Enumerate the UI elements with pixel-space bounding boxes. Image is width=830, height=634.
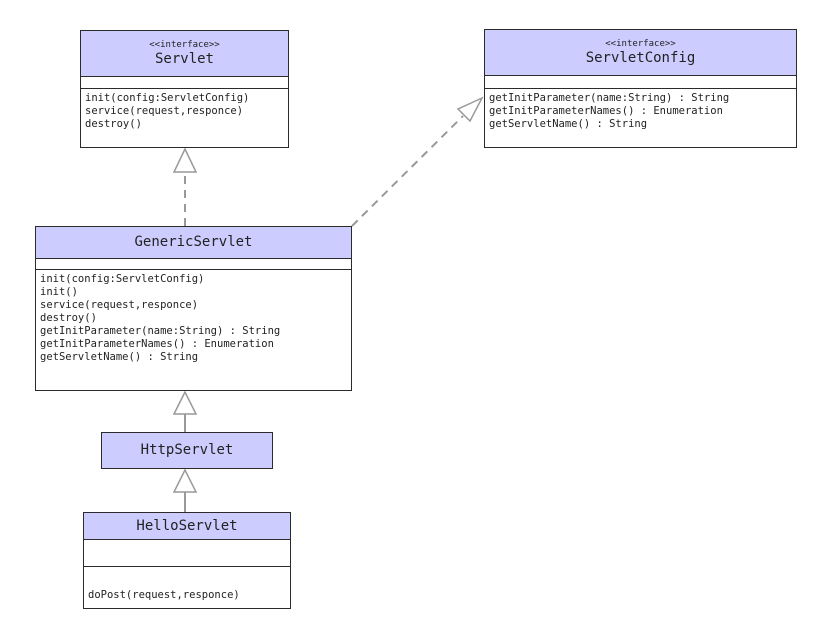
- operation: getInitParameterNames() : Enumeration: [489, 105, 723, 117]
- class-genericservlet-header: GenericServlet: [36, 227, 351, 259]
- operation: init(): [40, 286, 78, 298]
- class-servletconfig-name: ServletConfig: [585, 50, 696, 66]
- class-helloservlet[interactable]: HelloServlet doPost(request,responce): [83, 512, 291, 609]
- class-servlet[interactable]: <<interface>> Servlet init(config:Servle…: [80, 30, 289, 148]
- class-servletconfig-stereotype: <<interface>>: [605, 39, 676, 49]
- operation: service(request,responce): [40, 299, 199, 311]
- class-helloservlet-header: HelloServlet: [84, 513, 290, 540]
- operation: init(config:ServletConfig): [40, 273, 205, 285]
- operation: getInitParameterNames() : Enumeration: [40, 338, 274, 350]
- class-genericservlet[interactable]: GenericServlet init(config:ServletConfig…: [35, 226, 352, 391]
- class-servletconfig-operations: getInitParameter(name:String) : String g…: [485, 89, 796, 133]
- operation: init(config:ServletConfig): [85, 92, 250, 104]
- operation: getInitParameter(name:String) : String: [489, 92, 730, 104]
- class-genericservlet-operations: init(config:ServletConfig) init() servic…: [36, 270, 351, 366]
- class-servletconfig-header: <<interface>> ServletConfig: [485, 30, 796, 76]
- class-servlet-operations: init(config:ServletConfig) service(reque…: [81, 89, 288, 133]
- operation: service(request,responce): [85, 105, 244, 117]
- class-genericservlet-name: GenericServlet: [134, 234, 253, 250]
- realization-line-generic-to-servletconfig: [351, 115, 464, 227]
- class-servlet-attributes: [81, 77, 288, 89]
- class-helloservlet-operations: doPost(request,responce): [84, 567, 290, 604]
- generalization-arrowhead-generic: [172, 390, 198, 415]
- class-servlet-header: <<interface>> Servlet: [81, 31, 288, 77]
- class-genericservlet-attributes: [36, 259, 351, 270]
- operation: destroy(): [40, 312, 97, 324]
- class-httpservlet-header: HttpServlet: [102, 433, 272, 468]
- operation: getServletName() : String: [40, 351, 199, 363]
- realization-arrowhead-servletconfig: [456, 96, 484, 123]
- class-helloservlet-attributes: [84, 540, 290, 567]
- operation: doPost(request,responce): [88, 589, 240, 601]
- class-httpservlet-name: HttpServlet: [140, 442, 234, 458]
- operation: getServletName() : String: [489, 118, 648, 130]
- operation: destroy(): [85, 118, 142, 130]
- class-servletconfig[interactable]: <<interface>> ServletConfig getInitParam…: [484, 29, 797, 148]
- operation: getInitParameter(name:String) : String: [40, 325, 281, 337]
- generalization-arrowhead-http: [172, 468, 198, 493]
- class-servletconfig-attributes: [485, 76, 796, 89]
- class-helloservlet-name: HelloServlet: [136, 517, 238, 534]
- class-servlet-name: Servlet: [154, 51, 214, 67]
- class-httpservlet[interactable]: HttpServlet: [101, 432, 273, 469]
- realization-arrowhead-servlet: [172, 147, 198, 173]
- class-servlet-stereotype: <<interface>>: [149, 40, 220, 50]
